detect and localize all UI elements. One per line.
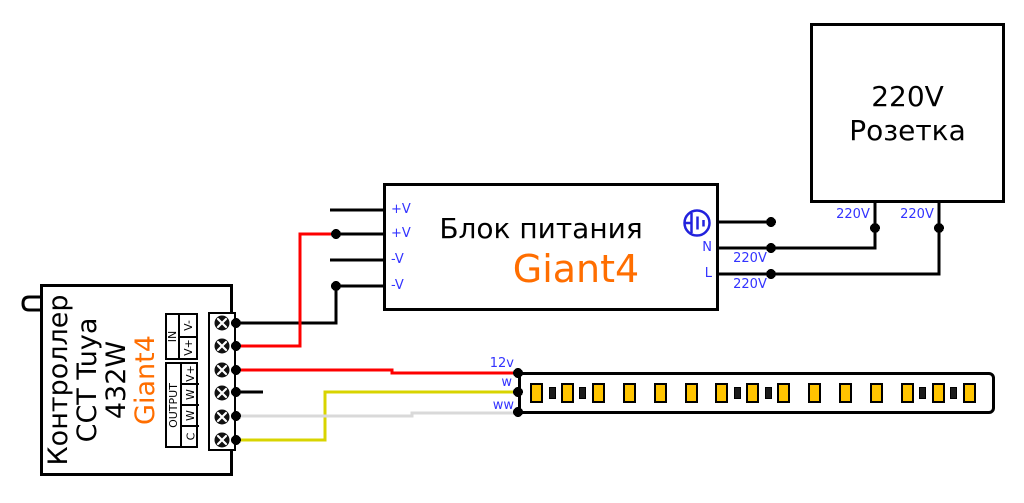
terminal-group-in-label: IN [166, 315, 181, 358]
led-chip [560, 383, 574, 403]
controller-box [40, 284, 233, 476]
controller-title-line2: CCT Tuya [72, 317, 103, 443]
psu-input-minusv-1: -V [391, 252, 404, 267]
strip-label-12v: 12v [489, 356, 514, 371]
wire-gray-w-to-ww [236, 411, 518, 418]
in-label: IN [166, 330, 180, 343]
socket-label-name: Розетка [849, 114, 966, 147]
resistor-chip [733, 387, 741, 399]
socket-label: 220V Розетка [813, 80, 1002, 148]
wire-label-psu-n-220v: 220V [733, 251, 767, 266]
led-chip [622, 383, 636, 403]
psu-input-plusv-2: +V [391, 226, 411, 241]
psu-box [383, 183, 719, 311]
led-chip [839, 383, 852, 403]
terminal-cell-v-plus-in: V+ [180, 338, 197, 359]
controller-title-line3: 432W [101, 340, 132, 420]
terminal-cell-label: V+ [183, 365, 197, 382]
wire-yellow-c-to-w [236, 390, 518, 442]
led-chip [530, 383, 543, 403]
psu-neutral-label: N [702, 240, 712, 255]
screw-terminal-block [208, 312, 236, 451]
led-chip [684, 383, 698, 403]
terminal-in-cells: V- V+ [180, 315, 198, 359]
led-strip [518, 372, 995, 414]
terminal-cell-label: W [183, 410, 197, 421]
led-chip [962, 383, 976, 403]
wire-label-socket-right-220v: 220V [900, 207, 934, 222]
terminal-cell-label: V- [182, 319, 196, 331]
socket-box [810, 23, 1005, 203]
strip-label-w: w [501, 375, 512, 390]
led-chip [900, 383, 914, 403]
wire-red-vplus-to-psu [236, 232, 336, 348]
terminal-group-in: IN V- V+ [165, 313, 198, 360]
led-chip [931, 383, 945, 403]
wire-label-psu-l-220v: 220V [733, 277, 767, 292]
resistor-chip [919, 387, 927, 399]
led-chip [715, 383, 729, 403]
terminal-cell-label: W [183, 389, 197, 400]
led-chip [869, 383, 883, 403]
controller-title: Контроллер CCT Tuya 432W Giant4 [43, 287, 164, 473]
led-chip [777, 383, 791, 403]
psu-title: Блок питания [439, 212, 643, 245]
resistor-chip [764, 387, 772, 399]
controller-brand: Giant4 [130, 335, 161, 425]
resistor-chip [548, 387, 556, 399]
led-chip [653, 383, 667, 403]
strip-label-ww: ww [492, 398, 514, 413]
led-strip-chips [521, 375, 992, 411]
terminal-cell-c: C [182, 427, 199, 446]
terminal-cell-label: C [183, 432, 197, 441]
led-chip [591, 383, 605, 403]
terminal-cell-v-plus-out: V+ [182, 364, 199, 385]
psu-line-label: L [704, 266, 712, 281]
wire-red-vplus-to-strip [236, 368, 518, 375]
terminal-group-output-label: OUTPUT [167, 364, 182, 446]
psu-input-plusv-1: +V [391, 202, 411, 217]
resistor-chip [950, 387, 958, 399]
output-label: OUTPUT [167, 382, 180, 428]
terminal-cell-w2: W [182, 406, 199, 427]
led-chip [808, 383, 822, 403]
wire-vminus-to-psu [236, 284, 384, 325]
terminal-group-output: OUTPUT V+ W W C [165, 362, 199, 448]
terminal-output-cells: V+ W W C [182, 364, 199, 446]
wire-label-socket-left-220v: 220V [836, 207, 870, 222]
terminal-cell-w1: W [182, 385, 199, 406]
terminal-cell-label: V+ [182, 339, 196, 357]
led-chip [746, 383, 760, 403]
resistor-chip [579, 387, 587, 399]
psu-input-minusv-2: -V [391, 278, 404, 293]
psu-brand: Giant4 [512, 247, 640, 291]
terminal-cell-v-minus: V- [180, 315, 198, 338]
controller-title-line1: Контроллер [43, 294, 74, 466]
socket-label-voltage: 220V [871, 80, 944, 113]
